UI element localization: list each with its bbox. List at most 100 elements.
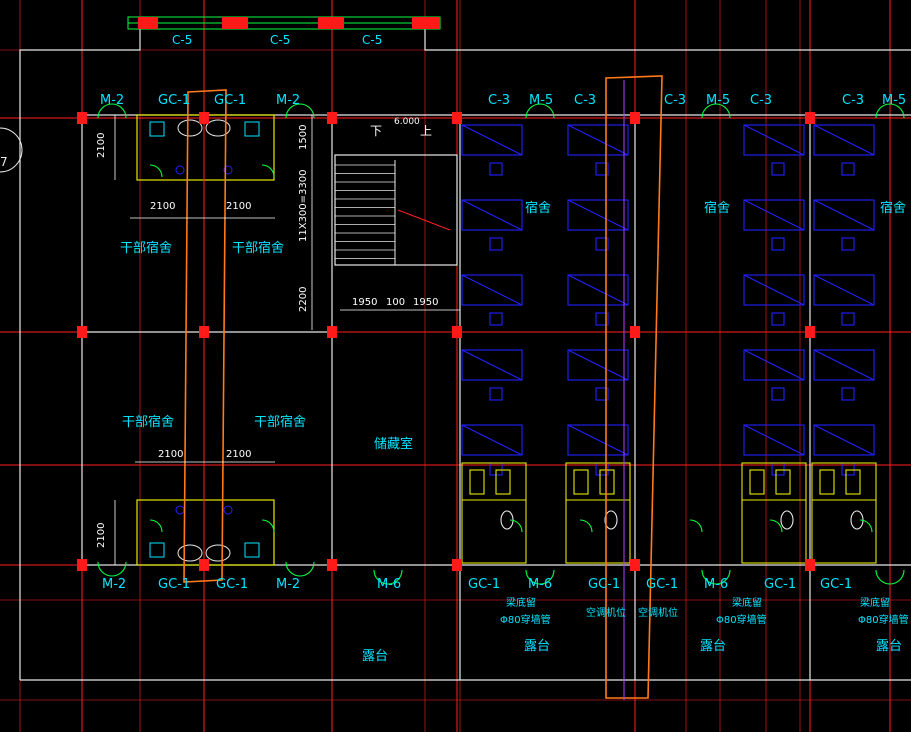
desk-chair bbox=[595, 312, 609, 326]
stair-dim-2: 100 bbox=[386, 297, 405, 308]
door-swing bbox=[285, 561, 315, 577]
dorm-furniture bbox=[461, 124, 875, 476]
bed bbox=[461, 349, 523, 381]
top-window-strip bbox=[127, 16, 441, 30]
stair-dim-vertical-mid: 11X300=3300 bbox=[298, 170, 309, 243]
bed bbox=[567, 424, 629, 456]
bottom-label-m6-c: M-6 bbox=[704, 577, 728, 592]
bed-diagonal bbox=[567, 124, 629, 156]
top-label-c3-3: C-3 bbox=[664, 93, 686, 108]
column bbox=[630, 326, 640, 338]
bottom-label-m2-a: M-2 bbox=[102, 577, 126, 592]
desk-chair bbox=[489, 387, 503, 401]
desk-chair bbox=[489, 312, 503, 326]
window-label-1: C-5 bbox=[172, 33, 192, 47]
column bbox=[805, 112, 815, 124]
bed-diagonal bbox=[743, 124, 805, 156]
left-toilets bbox=[149, 119, 260, 562]
column bbox=[327, 559, 337, 571]
desk-chair bbox=[595, 387, 609, 401]
room-label-cadre-dorm-1: 干部宿舍 bbox=[120, 240, 172, 256]
column bbox=[327, 326, 337, 338]
door-swings bbox=[97, 103, 905, 585]
bed-diagonal bbox=[813, 349, 875, 381]
dorm-bathrooms bbox=[461, 462, 877, 564]
top-label-c3-2: C-3 bbox=[574, 93, 596, 108]
stair-break-line bbox=[397, 209, 451, 231]
bed-diagonal bbox=[567, 424, 629, 456]
bottom-label-gc1-b: GC-1 bbox=[216, 577, 248, 592]
bathroom-box bbox=[811, 462, 877, 564]
room-label-cadre-dorm-3: 干部宿舍 bbox=[122, 414, 174, 430]
top-label-c3-5: C-3 bbox=[842, 93, 864, 108]
bed-diagonal bbox=[743, 199, 805, 231]
bathroom-box bbox=[565, 462, 631, 564]
column bbox=[630, 559, 640, 571]
column bbox=[452, 559, 462, 571]
ac-post-1: 空调机位 bbox=[586, 606, 626, 619]
stair-elevation: 6.000 bbox=[394, 117, 420, 127]
note-1-line2: Φ80穿墙管 bbox=[500, 613, 551, 626]
bottom-label-gc1-c: GC-1 bbox=[468, 577, 500, 592]
room-label-dorm-3: 宿舍 bbox=[880, 200, 906, 216]
column bbox=[805, 326, 815, 338]
stair-treads bbox=[335, 164, 395, 259]
top-label-m5-1: M-5 bbox=[529, 93, 553, 108]
terrace-label: 露台 bbox=[362, 649, 388, 664]
bed-diagonal bbox=[567, 274, 629, 306]
desk-chair bbox=[771, 312, 785, 326]
desk-chair bbox=[489, 162, 503, 176]
door-swing bbox=[373, 569, 403, 585]
bed-diagonal bbox=[743, 424, 805, 456]
bottom-label-gc1-f: GC-1 bbox=[764, 577, 796, 592]
orange-markups bbox=[183, 75, 663, 699]
bed-diagonal bbox=[813, 124, 875, 156]
bathroom-box bbox=[741, 462, 807, 564]
door-swing bbox=[285, 103, 315, 119]
desk-chair bbox=[595, 237, 609, 251]
note-1-line1: 梁底留 bbox=[506, 596, 536, 609]
stair-dim-vertical-top: 1500 bbox=[298, 125, 309, 150]
bed-diagonal bbox=[743, 274, 805, 306]
desk-chair bbox=[841, 162, 855, 176]
top-label-m2-b: M-2 bbox=[276, 93, 300, 108]
bed-diagonal bbox=[567, 349, 629, 381]
bed bbox=[567, 124, 629, 156]
window-label-2: C-5 bbox=[270, 33, 290, 47]
bed-diagonal bbox=[461, 349, 523, 381]
note-2-line1: 梁底留 bbox=[732, 596, 762, 609]
balcony-label-3: 露台 bbox=[876, 639, 902, 654]
dim-top-2: 2100 bbox=[226, 201, 251, 212]
bed bbox=[813, 349, 875, 381]
bed bbox=[813, 124, 875, 156]
bed-diagonal bbox=[813, 199, 875, 231]
balcony-label-1: 露台 bbox=[524, 639, 550, 654]
shower-stall bbox=[845, 469, 861, 495]
dim-bottom-2: 2100 bbox=[226, 449, 251, 460]
door-swing-small bbox=[149, 519, 163, 533]
top-label-c3-4: C-3 bbox=[750, 93, 772, 108]
bed bbox=[461, 124, 523, 156]
stair-down-label: 下 bbox=[370, 124, 382, 138]
shower-stall bbox=[573, 469, 589, 495]
door-swing bbox=[525, 569, 555, 585]
axis-bubble bbox=[0, 127, 23, 173]
bottom-label-gc1-d: GC-1 bbox=[588, 577, 620, 592]
desk-chair bbox=[771, 237, 785, 251]
toilet bbox=[604, 510, 618, 530]
bed-diagonal bbox=[813, 274, 875, 306]
shower-stall bbox=[469, 469, 485, 495]
door-swing-small bbox=[859, 519, 873, 533]
bed bbox=[743, 274, 805, 306]
bed-diagonal bbox=[813, 424, 875, 456]
bottom-label-m6: M-6 bbox=[377, 577, 401, 592]
bottom-label-m6-b: M-6 bbox=[528, 577, 552, 592]
bathroom-box bbox=[461, 462, 527, 564]
ac-post-2: 空调机位 bbox=[638, 606, 678, 619]
door-swing-small bbox=[261, 164, 275, 178]
room-label-cadre-dorm-4: 干部宿舍 bbox=[254, 414, 306, 430]
column bbox=[327, 112, 337, 124]
bed-diagonal bbox=[461, 274, 523, 306]
desk-chair bbox=[771, 162, 785, 176]
bottom-label-m2-b: M-2 bbox=[276, 577, 300, 592]
